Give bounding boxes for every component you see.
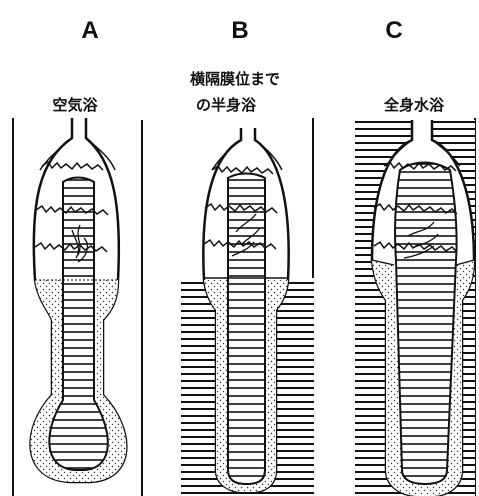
- caption-b-line1: 横隔膜位まで: [190, 70, 280, 88]
- caption-b-line2: の半身浴: [196, 96, 257, 114]
- panel-letter-a: A: [81, 17, 98, 44]
- figure-a: [31, 118, 127, 482]
- figure-c: [372, 120, 474, 496]
- panel-letter-c: C: [385, 17, 402, 44]
- core-b: [228, 174, 265, 485]
- panel-letter-b: B: [231, 17, 248, 44]
- figure-b: [203, 128, 288, 492]
- caption-a: 空気浴: [52, 96, 98, 114]
- caption-c: 全身水浴: [383, 96, 445, 114]
